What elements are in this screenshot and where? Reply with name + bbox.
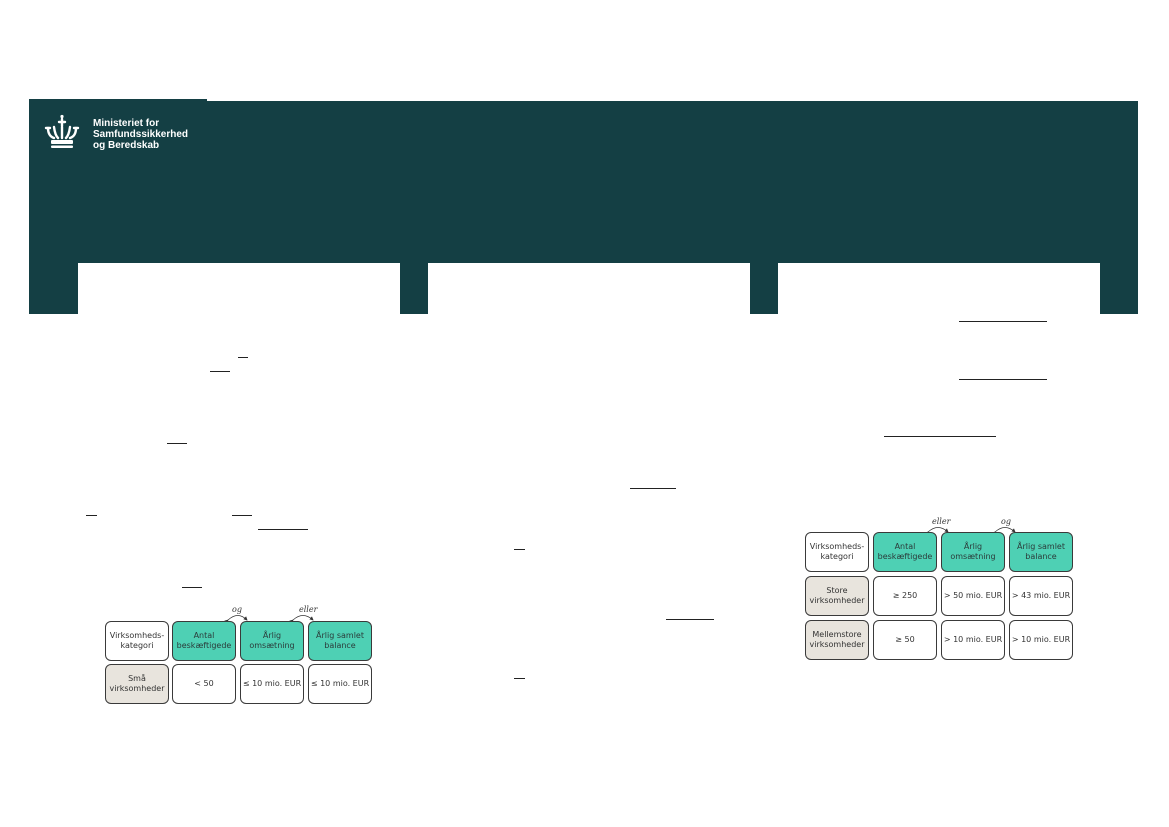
logo-line-1: Ministeriet for [93,118,160,129]
header-category: Virksomheds- kategori [105,621,169,661]
table-cell: ≤ 10 mio. EUR [240,664,304,704]
column-card-right [778,263,1100,315]
link-underline [232,515,252,516]
connector-label: og [232,605,242,614]
logo-line-3: og Beredskab [93,140,160,151]
header-employees: Antal beskæftigede [873,532,937,572]
row-category: Store virksomheder [805,576,869,616]
header-balance: Årlig samlet balance [1009,532,1073,572]
header-employees: Antal beskæftigede [172,621,236,661]
link-underline [167,443,187,444]
connector-label: eller [932,517,951,526]
connector-label: eller [299,605,318,614]
header-band-tick [29,99,207,101]
header-turnover: Årlig omsætning [240,621,304,661]
table-cell: > 43 mio. EUR [1009,576,1073,616]
link-underline [959,379,1047,380]
header-turnover: Årlig omsætning [941,532,1005,572]
connector-label: og [1001,517,1011,526]
link-underline [959,321,1047,322]
row-category: Mellemstore virksomheder [805,620,869,660]
table-cell: > 10 mio. EUR [1009,620,1073,660]
link-underline [258,529,308,530]
link-underline [666,619,714,620]
link-underline [514,549,525,550]
link-underline [514,678,525,679]
column-card-middle [428,263,750,315]
logo-line-2: Samfundssikkerhed [93,129,189,140]
link-underline [238,357,248,358]
link-underline [182,587,202,588]
table-cell: ≥ 50 [873,620,937,660]
ministry-logo-text: Ministeriet for Samfundssikkerhed og Ber… [93,118,188,151]
link-underline [86,515,97,516]
crown-icon [44,113,80,154]
link-underline [630,488,676,489]
link-underline [884,436,996,437]
table-cell: ≥ 250 [873,576,937,616]
header-balance: Årlig samlet balance [308,621,372,661]
table-cell: > 10 mio. EUR [941,620,1005,660]
header-category: Virksomheds- kategori [805,532,869,572]
row-category: Små virksomheder [105,664,169,704]
table-cell: ≤ 10 mio. EUR [308,664,372,704]
table-cell: > 50 mio. EUR [941,576,1005,616]
table-cell: < 50 [172,664,236,704]
column-card-left [78,263,400,315]
link-underline [210,371,230,372]
